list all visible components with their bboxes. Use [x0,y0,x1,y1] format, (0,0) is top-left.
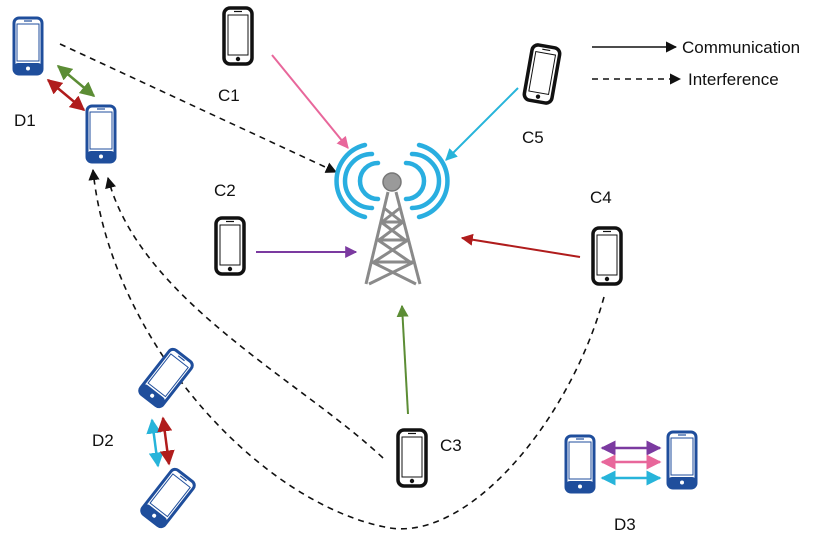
label-d2: D2 [92,431,114,450]
interference-d1-to-tower [59,43,338,173]
label-c1: C1 [218,86,240,105]
interference-c4-to-d1 [88,168,605,530]
phone-c4 [591,226,623,286]
legend: Communication Interference [592,38,800,89]
phone-c1 [222,6,254,66]
legend-interference-label: Interference [688,70,779,89]
legend-communication-label: Communication [682,38,800,57]
label-d1: D1 [14,111,36,130]
phone-d1-a [12,16,44,76]
link-c3-to-tower [396,304,409,415]
signal-waves-icon [334,142,450,220]
label-d3: D3 [614,515,636,534]
phone-d3-b [666,430,698,490]
label-c4: C4 [590,188,612,207]
phone-c3 [396,428,428,488]
phone-d1-b [85,104,117,164]
link-d2-cyan [146,418,164,468]
link-d2-red [157,416,175,466]
link-c5-to-tower [445,87,519,161]
phone-d3-a [564,434,596,494]
interference-c3-to-d1 [105,176,384,459]
link-c1-to-tower [271,54,349,149]
label-c2: C2 [214,181,236,200]
link-c4-to-tower [460,233,581,258]
phone-d2-a [136,345,196,411]
phone-d2-b [138,465,198,531]
phone-c2 [214,216,246,276]
label-c5: C5 [522,128,544,147]
phone-c5 [521,42,563,106]
base-station-tower [334,142,450,286]
label-c3: C3 [440,436,462,455]
link-d1-red [46,79,86,111]
